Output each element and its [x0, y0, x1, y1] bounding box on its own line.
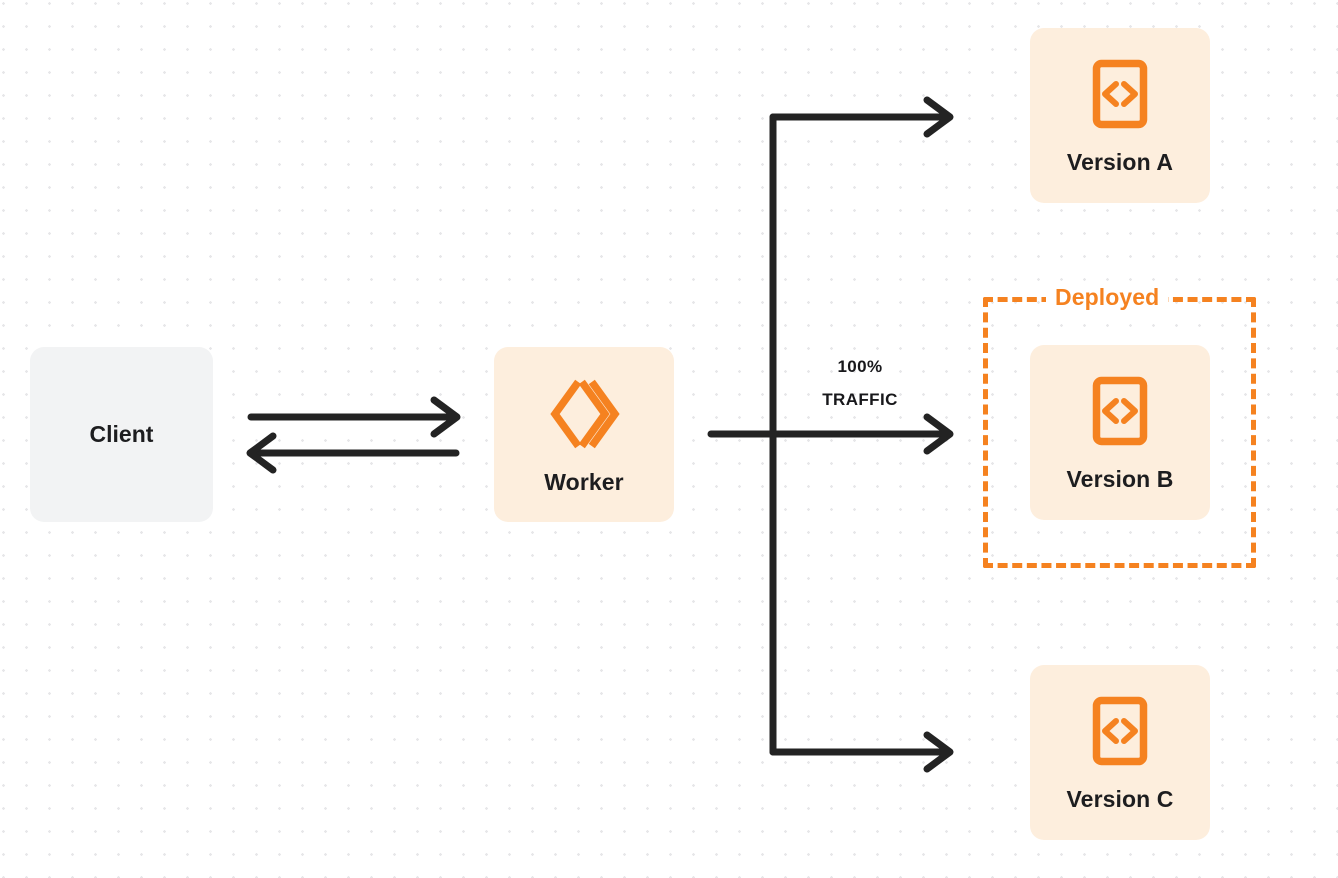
cloudflare-workers-logo-icon — [546, 376, 622, 457]
node-version-c[interactable]: Version C — [1030, 665, 1210, 840]
code-file-icon — [1091, 58, 1149, 135]
node-worker-label: Worker — [544, 468, 624, 495]
arrow-worker-to-version-b — [707, 413, 954, 455]
node-version-c-label: Version C — [1066, 785, 1174, 812]
deployed-group-label: Deployed — [1046, 282, 1169, 312]
node-version-a-label: Version A — [1066, 148, 1174, 175]
node-client[interactable]: Client — [30, 347, 213, 522]
traffic-percentage-unit: TRAFFIC — [822, 390, 898, 409]
node-version-b[interactable]: Version B — [1030, 345, 1210, 520]
code-file-icon — [1091, 695, 1149, 772]
node-client-label: Client — [89, 421, 154, 447]
traffic-percentage-label: 100% TRAFFIC — [790, 350, 930, 416]
node-version-b-label: Version B — [1066, 465, 1174, 492]
node-version-a[interactable]: Version A — [1030, 28, 1210, 203]
traffic-percentage-value: 100% — [837, 357, 883, 376]
code-file-icon — [1091, 375, 1149, 452]
node-worker[interactable]: Worker — [494, 347, 674, 522]
arrow-client-to-worker — [247, 396, 461, 438]
arrow-trunk-to-version-c — [769, 731, 954, 773]
arrow-trunk-to-version-a — [769, 96, 954, 138]
arrow-worker-to-client — [246, 432, 460, 474]
